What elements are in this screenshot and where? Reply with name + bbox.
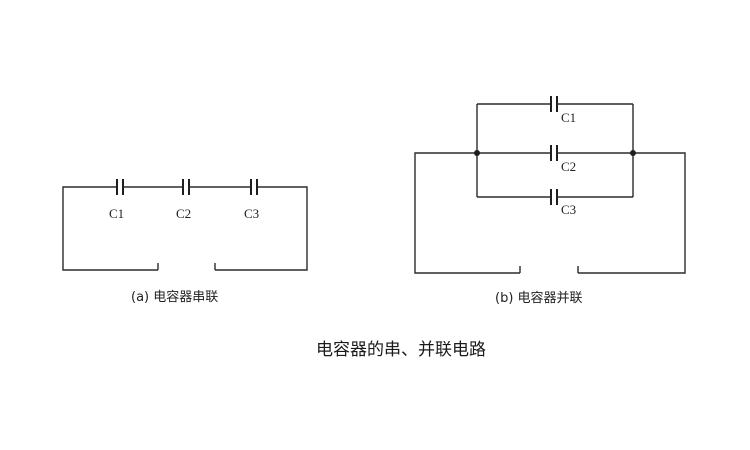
figure-title: 电容器的串、并联电路 [316,340,486,360]
series-label-c3: C3 [244,206,259,221]
series-capacitor-c2 [182,179,190,195]
parallel-branch-c1 [477,96,633,112]
parallel-branch-c3 [477,189,633,205]
parallel-outer-left-wire [414,152,520,274]
series-label-c2: C2 [176,206,191,221]
parallel-junction-left [474,150,480,156]
series-capacitor-c3 [250,179,258,195]
series-capacitor-c1 [116,179,124,195]
parallel-junction-right [630,150,636,156]
series-left-wire [62,186,158,271]
parallel-caption: (b) 电容器并联 [495,290,583,306]
series-circuit: C1 C2 C3 (a) 电容器串联 [62,179,308,305]
series-right-wire [215,186,308,271]
parallel-branch-c2 [477,145,633,161]
series-caption: (a) 电容器串联 [131,289,218,305]
parallel-label-c2: C2 [561,159,576,174]
parallel-label-c3: C3 [561,202,576,217]
parallel-outer-right-wire [578,152,686,274]
parallel-circuit: C1 C2 C3 (b) 电容器并联 [414,96,686,306]
series-label-c1: C1 [109,206,124,221]
parallel-label-c1: C1 [561,110,576,125]
